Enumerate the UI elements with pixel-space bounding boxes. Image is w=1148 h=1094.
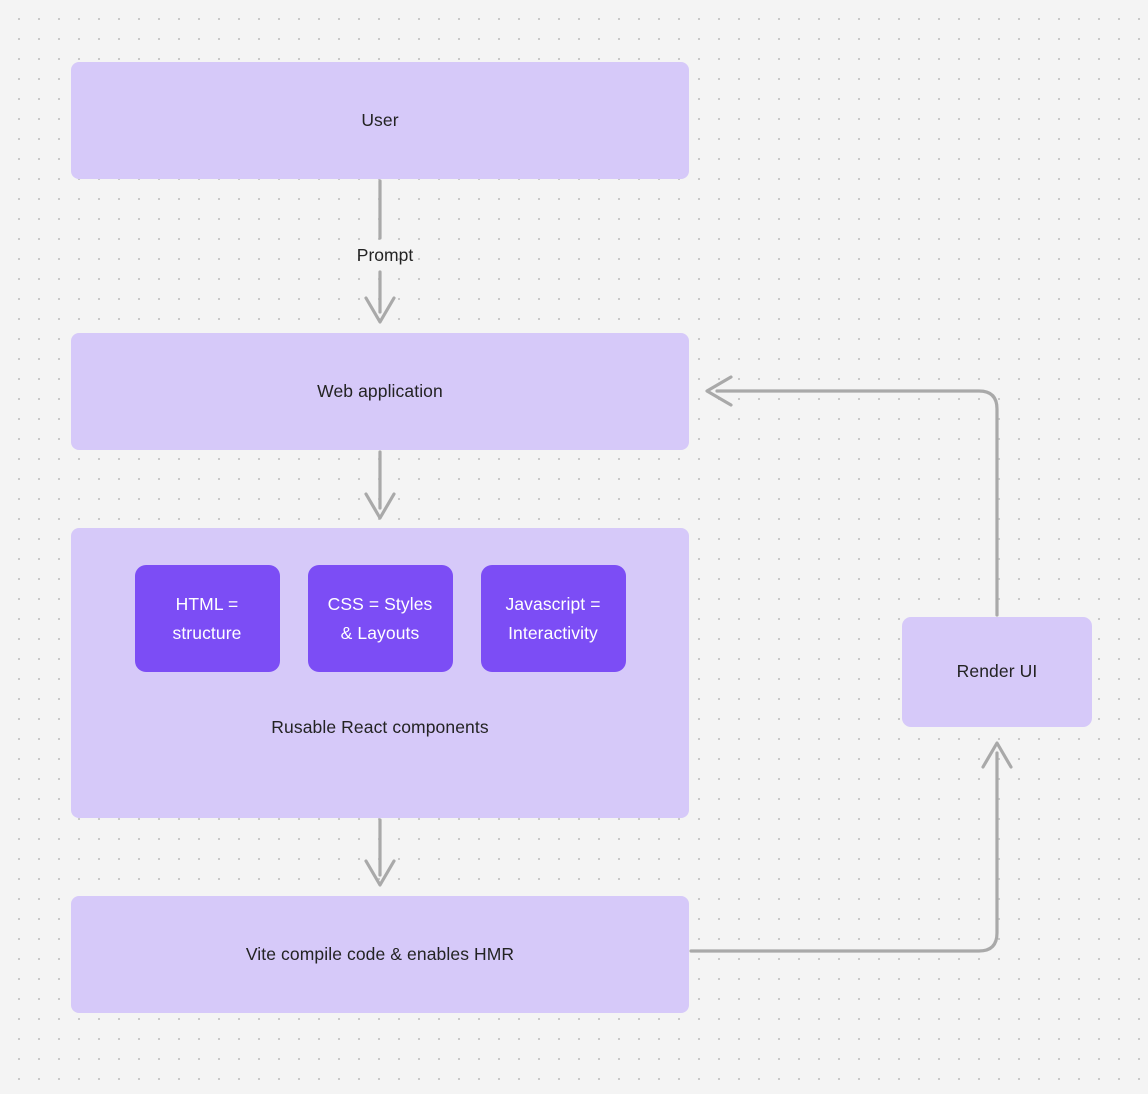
node-web-application-label: Web application	[317, 380, 443, 401]
edge-components-to-vite	[364, 818, 396, 887]
node-user[interactable]: User	[71, 62, 689, 179]
node-vite-label: Vite compile code & enables HMR	[245, 943, 515, 964]
edge-vite-to-render	[689, 741, 1013, 953]
inner-box-css-label: CSS = Styles & Layouts	[327, 594, 433, 643]
inner-box-html[interactable]: HTML = structure	[134, 565, 280, 672]
inner-box-row: HTML = structure CSS = Styles & Layouts …	[71, 565, 689, 672]
edge-webapp-to-components	[364, 450, 396, 520]
node-user-label: User	[361, 109, 399, 130]
inner-box-javascript[interactable]: Javascript = Interactivity	[480, 565, 626, 672]
node-render-ui[interactable]: Render UI	[902, 617, 1092, 727]
inner-box-javascript-label: Javascript = Interactivity	[505, 594, 601, 643]
inner-box-html-label: HTML = structure	[172, 594, 242, 643]
edge-render-to-webapp	[705, 375, 999, 617]
edge-label-prompt: Prompt	[356, 245, 414, 265]
node-web-application[interactable]: Web application	[71, 333, 689, 450]
inner-box-css[interactable]: CSS = Styles & Layouts	[307, 565, 453, 672]
node-vite[interactable]: Vite compile code & enables HMR	[71, 896, 689, 1013]
node-render-ui-label: Render UI	[956, 661, 1038, 682]
node-react-components[interactable]: HTML = structure CSS = Styles & Layouts …	[71, 528, 689, 818]
node-react-components-caption: Rusable React components	[271, 717, 489, 737]
